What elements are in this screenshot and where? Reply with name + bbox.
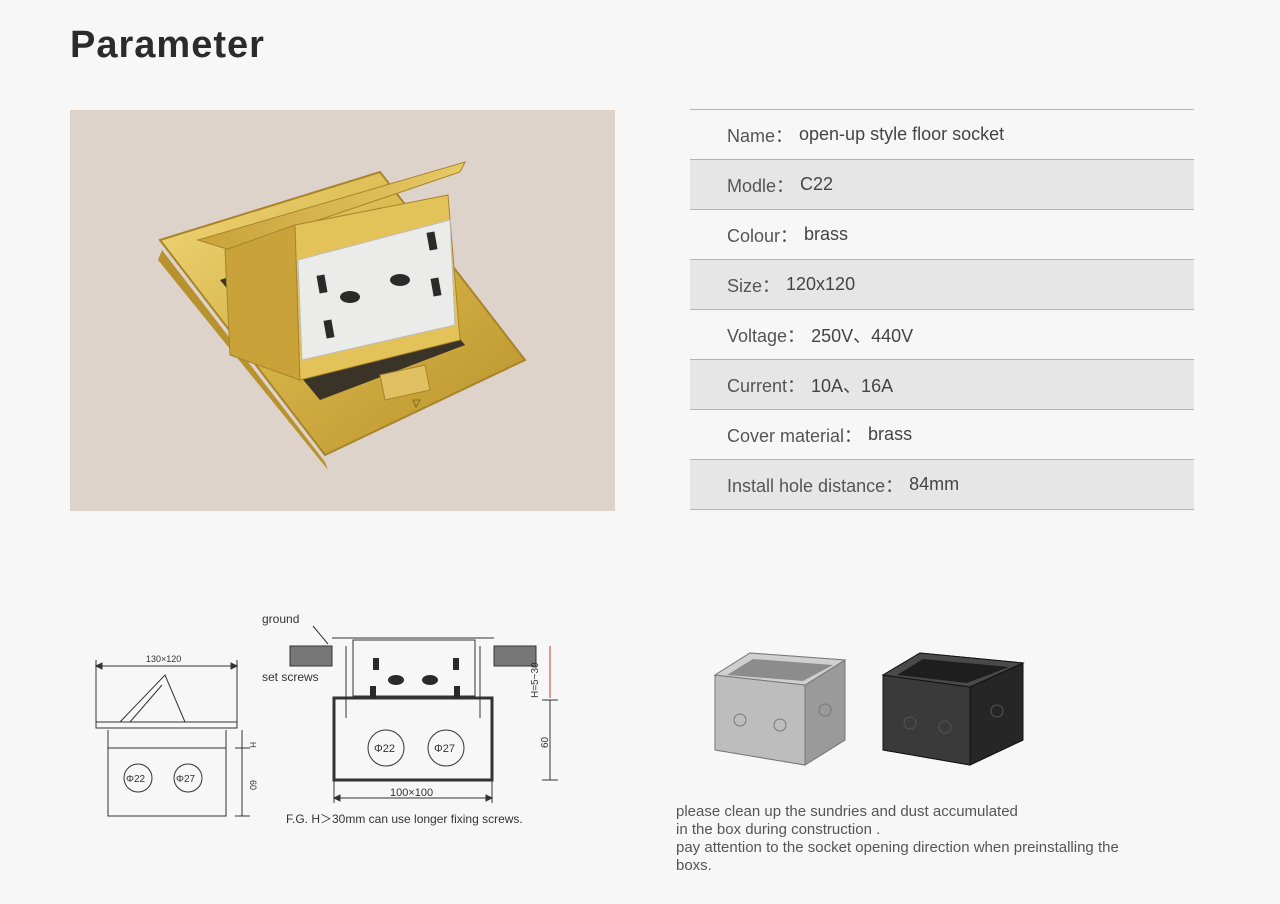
top-dimension: 130×120 bbox=[146, 654, 181, 664]
spec-label: Colour： bbox=[727, 225, 799, 246]
product-photo bbox=[70, 110, 615, 511]
hole-22-label: Φ22 bbox=[374, 743, 395, 755]
floor-socket-illustration bbox=[158, 161, 527, 470]
spec-label: Size： bbox=[727, 275, 781, 296]
spec-row-current: Current：10A、16A bbox=[690, 360, 1194, 410]
ground-label: ground bbox=[262, 612, 299, 626]
h-range-dimension: H=5~30 bbox=[530, 662, 541, 698]
black-box-icon bbox=[881, 652, 1025, 766]
spec-value: brass bbox=[868, 424, 913, 444]
spec-row-colour: Colour：brass bbox=[690, 210, 1194, 260]
side-view-drawing: 130×120 H 60 Φ22 Φ27 bbox=[90, 650, 260, 830]
spec-row-install-hole-distance: Install hole distance：84mm bbox=[690, 460, 1194, 510]
hole-27-label: Φ27 bbox=[176, 774, 196, 785]
bottom-dimension: 100×100 bbox=[390, 787, 433, 799]
drawing-caption: F.G. H＞30mm can use longer fixing screws… bbox=[286, 812, 523, 826]
spec-table: Name：open-up style floor socket Modle：C2… bbox=[690, 109, 1194, 510]
h-dimension: H bbox=[248, 742, 257, 748]
set-screws-label: set screws bbox=[262, 670, 319, 684]
spec-row-size: Size：120x120 bbox=[690, 260, 1194, 310]
spec-row-cover-material: Cover material：brass bbox=[690, 410, 1194, 460]
note-line: please clean up the sundries and dust ac… bbox=[676, 803, 1018, 820]
spec-value: 250V、440V bbox=[811, 325, 914, 346]
spec-value: 120x120 bbox=[786, 274, 856, 294]
spec-row-model: Modle：C22 bbox=[690, 160, 1194, 210]
hole-27-label: Φ27 bbox=[434, 743, 455, 755]
spec-label: Install hole distance： bbox=[727, 475, 904, 496]
spec-row-name: Name：open-up style floor socket bbox=[690, 110, 1194, 160]
spec-value: C22 bbox=[800, 174, 834, 194]
spec-label: Name： bbox=[727, 125, 794, 146]
installation-note: please clean up the sundries and dust ac… bbox=[676, 803, 1186, 875]
front-view-drawing: ground set screws H=5~30 60 100×100 Φ22 … bbox=[258, 608, 568, 838]
silver-box-icon bbox=[713, 652, 847, 766]
spec-label: Current： bbox=[727, 375, 806, 396]
install-boxes-illustration bbox=[705, 645, 1035, 775]
note-line: in the box during construction . bbox=[676, 821, 881, 838]
spec-label: Voltage： bbox=[727, 325, 806, 346]
depth-dimension: 60 bbox=[248, 780, 258, 790]
hole-22-label: Φ22 bbox=[126, 774, 146, 785]
page-title: Parameter bbox=[70, 24, 265, 66]
note-line: pay attention to the socket opening dire… bbox=[676, 839, 1119, 856]
spec-value: open-up style floor socket bbox=[799, 124, 1005, 144]
spec-value: 10A、16A bbox=[811, 375, 894, 396]
spec-value: 84mm bbox=[909, 474, 960, 494]
spec-label: Modle： bbox=[727, 175, 795, 196]
depth-dimension: 60 bbox=[540, 736, 551, 748]
spec-row-voltage: Voltage：250V、440V bbox=[690, 310, 1194, 360]
spec-value: brass bbox=[804, 224, 849, 244]
spec-label: Cover material： bbox=[727, 425, 863, 446]
note-line: boxs. bbox=[676, 857, 712, 874]
